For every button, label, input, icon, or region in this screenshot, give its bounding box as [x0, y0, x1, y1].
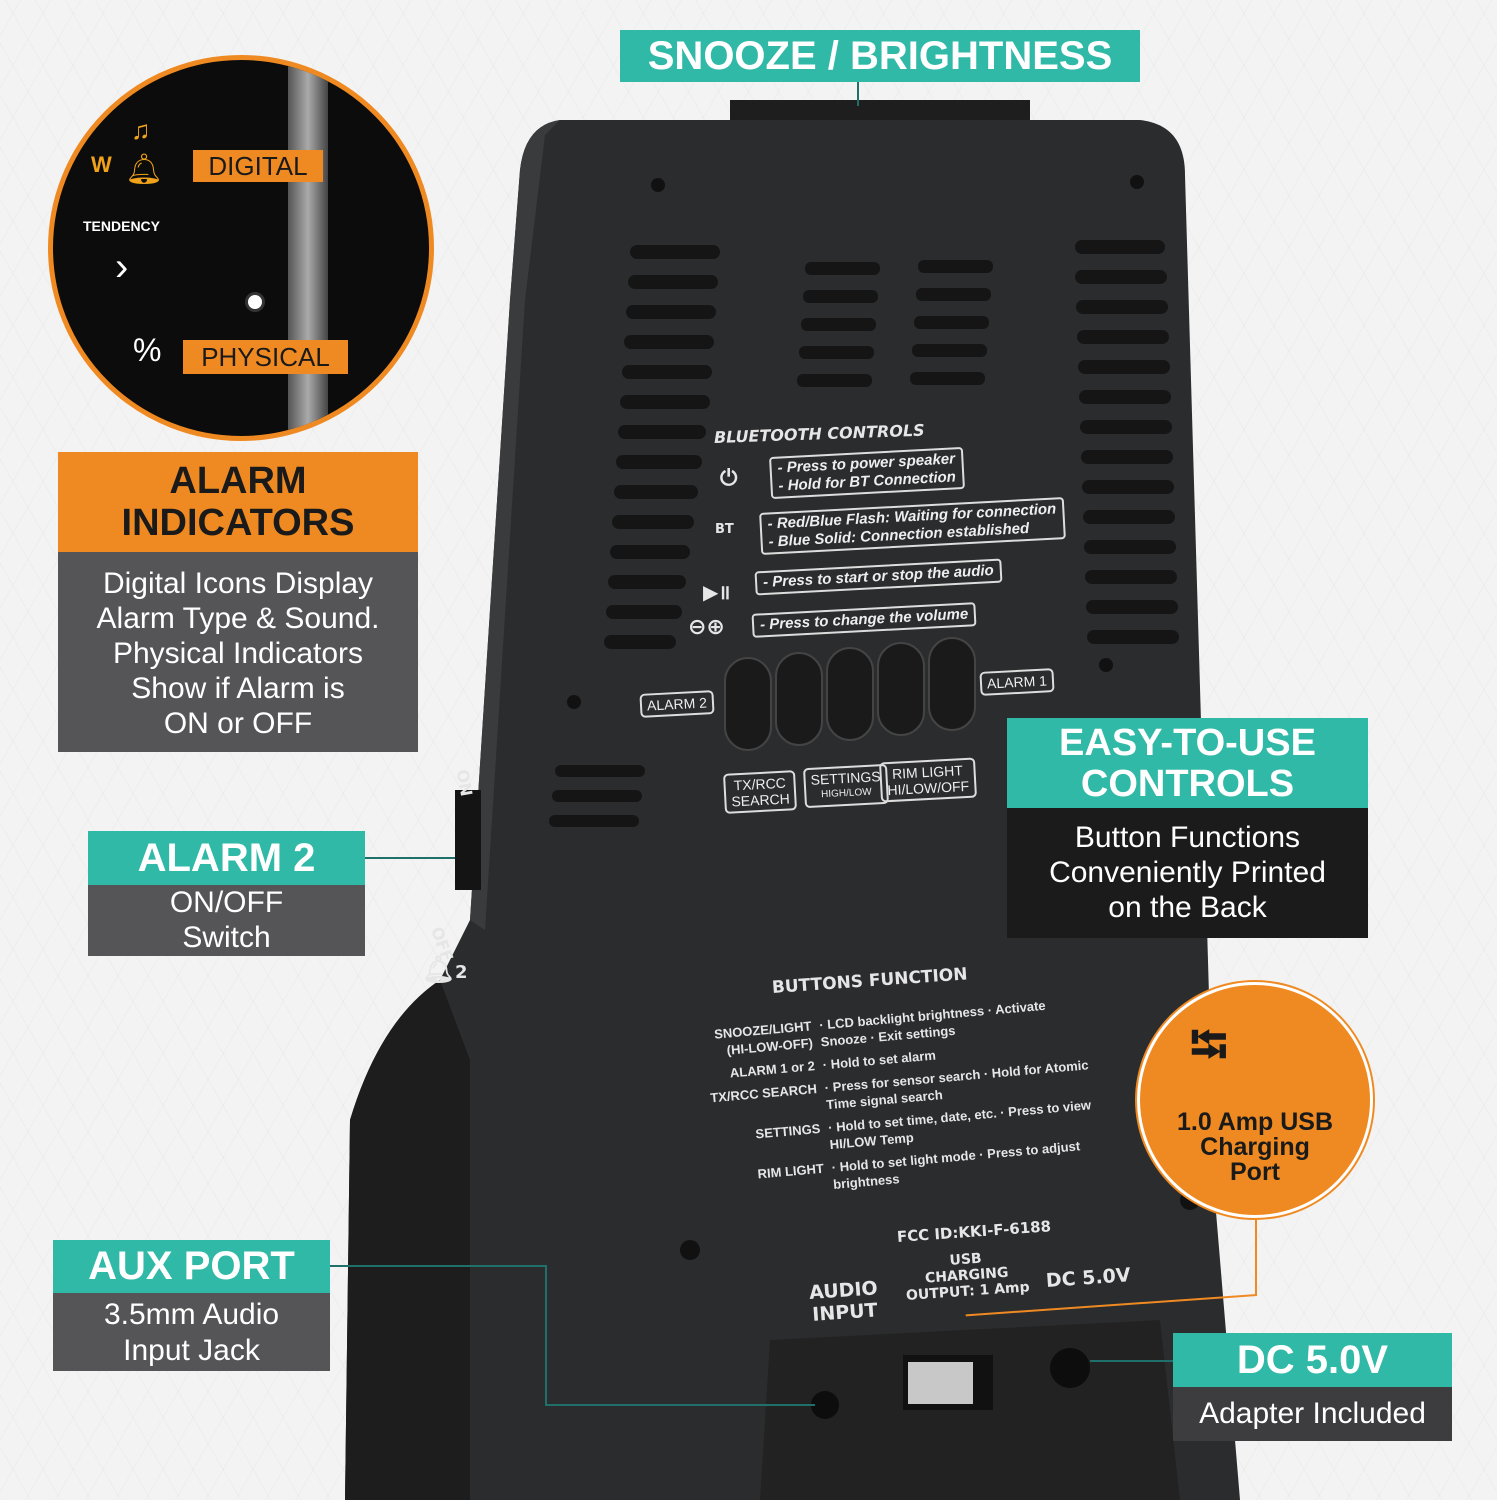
dc-title: DC 5.0V: [1173, 1333, 1452, 1387]
alarm2-title: ALARM 2: [88, 831, 365, 885]
ports: [811, 1348, 1090, 1419]
connector-line: [545, 1265, 547, 1405]
inset-w-label: W: [91, 152, 112, 177]
snooze-bar: [730, 100, 1030, 122]
chevron-right-icon: ›: [115, 245, 129, 289]
play-pause-icon: ▶॥: [703, 580, 731, 604]
snooze-brightness-callout: SNOOZE / BRIGHTNESS: [620, 30, 1140, 82]
connector-line: [1255, 1215, 1257, 1295]
humidity-percent: %: [133, 332, 162, 368]
dc-body: Adapter Included: [1173, 1387, 1452, 1441]
connector-line: [545, 1404, 815, 1406]
connector-line: [365, 857, 455, 859]
inset-device-edge: [288, 60, 328, 436]
speaker-grille-center: [797, 260, 993, 387]
digital-label: DIGITAL: [193, 150, 323, 182]
physical-label: PHYSICAL: [183, 340, 348, 374]
speaker-grille-left: [549, 245, 720, 827]
buttons-function-list: SNOOZE/LIGHT (HI-LOW-OFF)· LCD backlight…: [691, 993, 1105, 1204]
alarm1-button-label: ALARM 1: [979, 668, 1055, 696]
aux-port-title: AUX PORT: [53, 1240, 330, 1293]
bt-icon: BT: [715, 522, 734, 537]
control-buttons: [724, 637, 976, 751]
alarm2-button-label: ALARM 2: [639, 690, 715, 718]
power-icon: ⏻: [720, 466, 738, 491]
physical-indicator-light: [245, 292, 265, 312]
alarm-bell-digital-icon: 🔔︎: [125, 153, 164, 186]
music-note-icon: ♫: [131, 115, 151, 145]
usb-icon: ⭾: [1190, 1017, 1228, 1073]
alarm-indicator-inset: ♫ W 🔔︎ DIGITAL TENDENCY › PHYSICAL %: [48, 55, 434, 441]
volume-icon: ⊖⊕: [688, 615, 725, 640]
alarm-bell-icon: 🔔︎2: [422, 955, 468, 985]
alarm2-switch: [455, 790, 481, 890]
connector-line: [1090, 1360, 1174, 1362]
connector-line: [330, 1265, 545, 1267]
speaker-grille-right: [1075, 240, 1179, 644]
tendency-label: TENDENCY: [83, 218, 161, 234]
connector-line: [857, 80, 859, 106]
